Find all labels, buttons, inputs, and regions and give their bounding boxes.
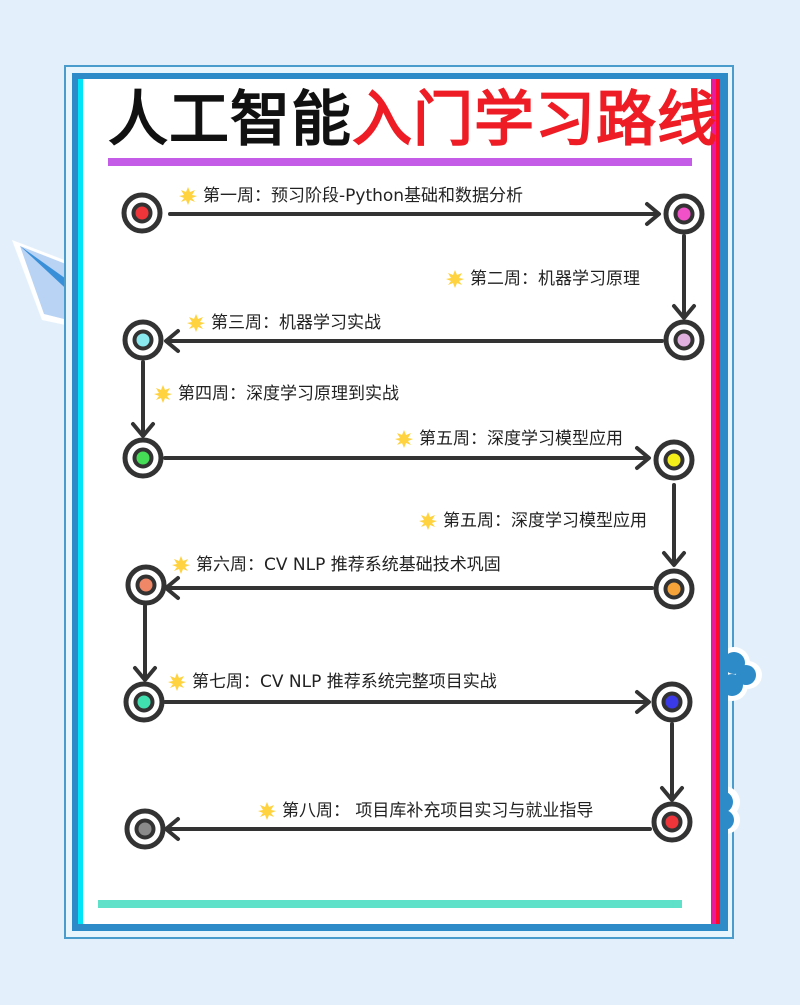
sun-icon [179, 187, 197, 205]
sun-icon [154, 385, 172, 403]
step-week-3: 第三周：机器学习实战 [186, 311, 381, 335]
step-label-text: 第五周：深度学习模型应用 [419, 429, 623, 449]
target-node-icon [123, 681, 165, 723]
right-accent-stripe-red [716, 79, 720, 924]
target-node-icon [124, 808, 166, 850]
target-node-icon [653, 439, 695, 481]
arrow-icon [635, 690, 651, 714]
step-week-5b: 第五周：深度学习模型应用 [418, 509, 647, 533]
arrow-icon [164, 329, 180, 353]
target-node-icon [125, 564, 167, 606]
target-node-icon [122, 437, 164, 479]
arrow-icon [660, 786, 684, 802]
step-week-8: 第八周： 项目库补充项目实习与就业指导 [257, 799, 593, 823]
target-node-icon [663, 319, 705, 361]
poster-paper [78, 79, 720, 924]
step-week-6: 第六周：CV NLP 推荐系统基础技术巩固 [171, 553, 501, 577]
page-title: 人工智能入门学习路线 [108, 84, 718, 156]
sun-icon [172, 556, 190, 574]
sun-icon [395, 430, 413, 448]
step-label-text: 第八周： 项目库补充项目实习与就业指导 [282, 801, 594, 821]
title-underline [108, 158, 692, 166]
footer-underline [98, 900, 682, 908]
arrow-icon [164, 817, 180, 841]
step-label-text: 第六周：CV NLP 推荐系统基础技术巩固 [196, 555, 501, 575]
arrow-icon [635, 446, 651, 470]
sun-icon [258, 802, 276, 820]
arrow-icon [672, 304, 696, 320]
arrow-icon [662, 551, 686, 567]
arrow-icon [133, 666, 157, 682]
step-label-text: 第三周：机器学习实战 [211, 313, 381, 333]
step-label-text: 第七周：CV NLP 推荐系统完整项目实战 [192, 672, 497, 692]
title-part-ai: 人工智能 [108, 85, 352, 155]
paper-plane-icon [12, 240, 80, 328]
step-label-text: 第二周：机器学习原理 [470, 269, 640, 289]
step-label-text: 第一周：预习阶段-Python基础和数据分析 [203, 186, 524, 206]
sun-icon [168, 673, 186, 691]
step-week-5: 第五周：深度学习模型应用 [394, 427, 623, 451]
sun-icon [446, 270, 464, 288]
target-node-icon [651, 681, 693, 723]
right-accent-stripe [711, 79, 716, 924]
sun-icon [187, 314, 205, 332]
step-label-text: 第四周：深度学习原理到实战 [178, 384, 399, 404]
step-week-4: 第四周：深度学习原理到实战 [153, 382, 399, 406]
target-node-icon [122, 319, 164, 361]
step-week-1: 第一周：预习阶段-Python基础和数据分析 [178, 184, 523, 208]
target-node-icon [653, 568, 695, 610]
target-node-icon [651, 801, 693, 843]
target-node-icon [121, 192, 163, 234]
left-accent-gap [83, 79, 85, 924]
step-week-2: 第二周：机器学习原理 [445, 267, 640, 291]
left-accent-stripe [78, 79, 83, 924]
step-label-text: 第五周：深度学习模型应用 [443, 511, 647, 531]
sun-icon [419, 512, 437, 530]
title-part-roadmap: 入门学习路线 [352, 85, 718, 155]
arrow-icon [131, 422, 155, 438]
target-node-icon [663, 193, 705, 235]
arrow-icon [645, 202, 661, 226]
step-week-7: 第七周：CV NLP 推荐系统完整项目实战 [167, 670, 497, 694]
